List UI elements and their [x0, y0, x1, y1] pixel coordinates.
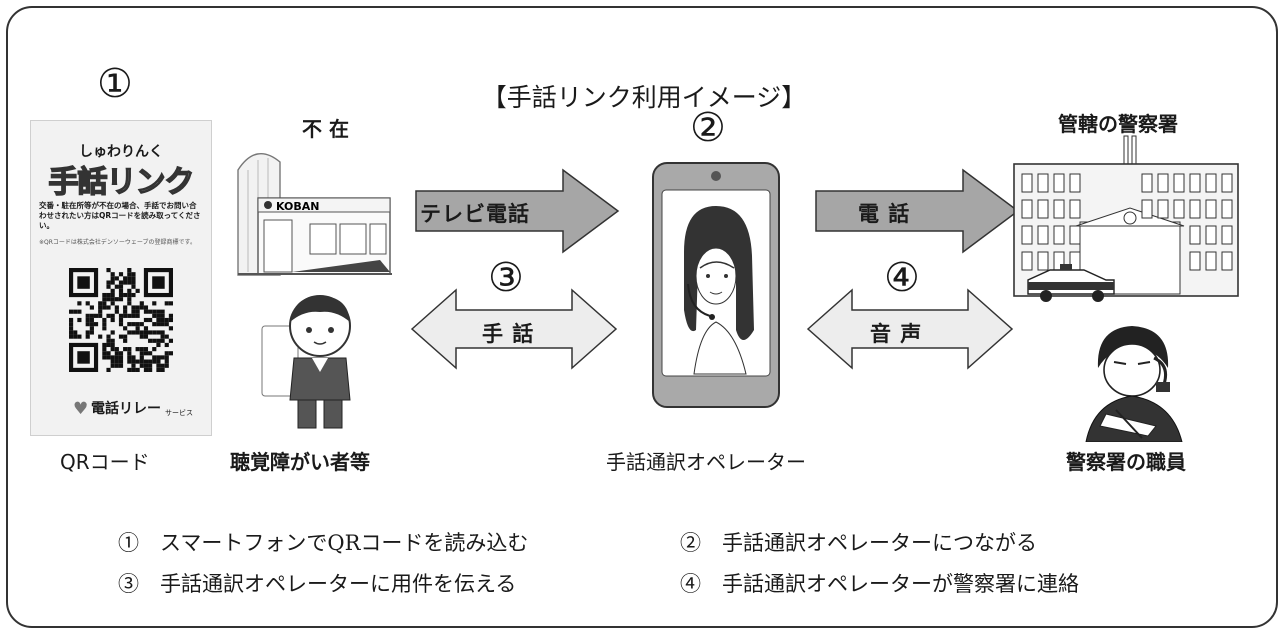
phone-icon	[1156, 382, 1170, 392]
koban-sign: KOBAN	[276, 200, 319, 213]
heart-icon: ♥	[73, 399, 89, 419]
absent-label: 不 在	[302, 117, 349, 141]
phone-arrow	[815, 168, 1020, 254]
qr-code-icon	[69, 268, 173, 372]
step-1: ① スマートフォンでQRコードを読み込む	[118, 531, 529, 555]
voice-arrow	[806, 288, 1014, 370]
marker-1: ①	[97, 61, 133, 107]
poster-kana: しゅわりんく	[79, 144, 163, 160]
qr-caption: QRコード	[60, 450, 150, 474]
koban-icon: KOBAN	[237, 153, 392, 276]
tv-call-arrow	[415, 168, 620, 254]
poster-relay-sub: サービス	[165, 409, 193, 417]
step-4: ④ 手話通訳オペレーターが警察署に連絡	[680, 572, 1079, 596]
diagram-title: 【手話リンク利用イメージ】	[481, 83, 807, 112]
police-staff-label: 警察署の職員	[1066, 450, 1186, 474]
phone-label: 電 話	[858, 202, 911, 226]
sign-language-arrow	[410, 288, 618, 370]
hearing-impaired-person-icon	[261, 295, 351, 429]
operator-label: 手話通訳オペレーター	[606, 450, 806, 474]
police-station-icon	[1013, 135, 1239, 302]
poster-relay: 電話リレー	[91, 401, 161, 417]
camera-icon	[711, 171, 721, 181]
poster-footnote: ※QRコードは株式会社デンソーウェーブの登録商標です。	[39, 239, 196, 246]
poster-notice: 交番・駐在所等が不在の場合、手話でお問い合わせされたい方はQRコードを読み取って…	[39, 201, 201, 230]
step-3: ③ 手話通訳オペレーターに用件を伝える	[118, 572, 517, 596]
operator-smartphone	[652, 162, 780, 408]
marker-4: ④	[884, 255, 920, 301]
hearing-impaired-label: 聴覚障がい者等	[230, 450, 370, 474]
diagram-frame	[6, 6, 1278, 628]
marker-2: ②	[690, 105, 726, 151]
marker-3: ③	[488, 255, 524, 301]
police-car-icon	[1027, 264, 1115, 302]
police-station-label: 管轄の警察署	[1058, 112, 1178, 136]
voice-label: 音 声	[870, 322, 923, 346]
qr-poster: しゅわりんく 手話リンク 交番・駐在所等が不在の場合、手話でお問い合わせされたい…	[30, 120, 212, 436]
poster-brand: 手話リンク	[48, 164, 196, 201]
police-staff-icon	[1085, 326, 1183, 442]
step-2: ② 手話通訳オペレーターにつながる	[680, 531, 1037, 555]
operator-person-icon	[684, 206, 754, 375]
sign-language-label: 手 話	[482, 322, 535, 346]
tv-call-label: テレビ電話	[420, 202, 530, 226]
